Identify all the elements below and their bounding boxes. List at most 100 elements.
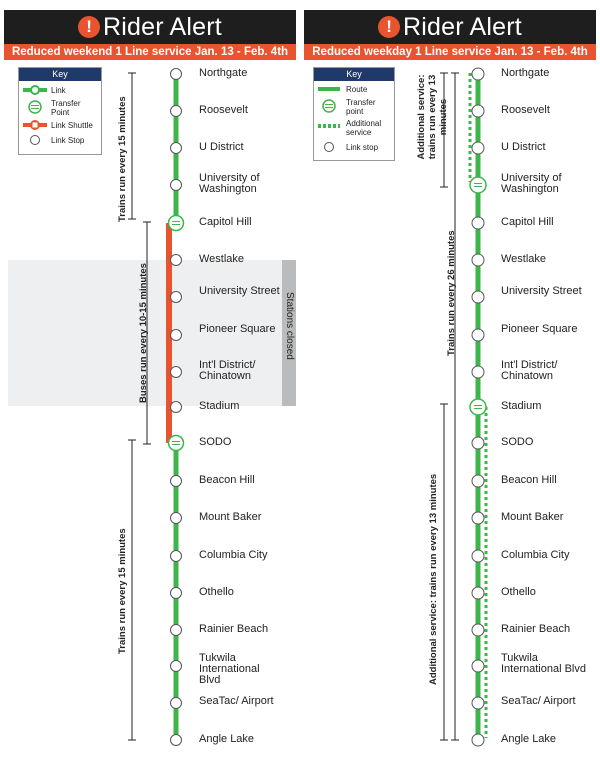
- station-label: Westlake: [199, 253, 245, 265]
- stop-circle-icon: [170, 105, 182, 117]
- key-label-additional: Additional service: [346, 119, 382, 137]
- station-label: University Street: [199, 285, 280, 297]
- station-label: Stadium: [501, 400, 542, 412]
- station-label: Rainier Beach: [501, 623, 571, 635]
- bus-shuttle-icon: [23, 120, 47, 130]
- stop-circle-icon: [471, 659, 485, 673]
- left-key: Key Link Transfer Point Link Shuttle Lin…: [18, 67, 102, 155]
- stop-circle-icon: [471, 253, 485, 267]
- key-label-stop: Link Stop: [51, 136, 85, 145]
- main-frequency-label: Trains run every 26 minutes: [446, 230, 457, 356]
- transfer-point-icon: [322, 99, 336, 113]
- station-label: Beacon Hill: [501, 474, 557, 486]
- main-frequency-bracket: [451, 72, 459, 741]
- left-header: ! Rider Alert: [4, 10, 296, 44]
- station-label: Tukwila International Blvd: [199, 652, 260, 686]
- station-label: Roosevelt: [501, 104, 550, 116]
- stop-circle-icon: [324, 142, 334, 152]
- stop-circle-icon: [170, 329, 182, 341]
- station-label: Westlake: [501, 253, 547, 265]
- transfer-point-icon: [469, 176, 487, 194]
- stop-circle-icon: [471, 623, 485, 637]
- weekday-panel: ! Rider Alert Reduced weekday 1 Line ser…: [304, 10, 596, 760]
- left-key-title: Key: [19, 68, 101, 81]
- stop-circle-icon: [471, 696, 485, 710]
- station-label: Othello: [501, 586, 536, 598]
- north-frequency-bracket: [128, 72, 136, 220]
- stop-circle-icon: [170, 734, 182, 746]
- station-label: Int'l District/ Chinatown: [199, 359, 256, 382]
- stop-circle-icon: [471, 141, 485, 155]
- station-label: Columbia City: [501, 549, 570, 561]
- right-key-title: Key: [314, 68, 394, 81]
- station-label: Othello: [199, 586, 234, 598]
- stop-circle-icon: [170, 550, 182, 562]
- stop-circle-icon: [170, 401, 182, 413]
- north-additional-label-line1: Additional service: trains run every 13 …: [416, 74, 449, 160]
- stop-circle-icon: [170, 475, 182, 487]
- weekend-panel: ! Rider Alert Reduced weekend 1 Line ser…: [4, 10, 296, 760]
- station-label: University Street: [501, 285, 582, 297]
- transfer-point-icon: [469, 398, 487, 416]
- stop-circle-icon: [471, 733, 485, 747]
- north-frequency-label: Trains run every 15 minutes: [117, 96, 128, 222]
- station-label: Pioneer Square: [501, 323, 578, 335]
- green-line-icon: [318, 87, 340, 91]
- stop-circle-icon: [471, 474, 485, 488]
- south-frequency-bracket: [128, 439, 136, 741]
- station-label: U District: [199, 141, 244, 153]
- south-additional-bracket: [440, 403, 448, 741]
- station-label: Angle Lake: [501, 733, 557, 745]
- station-label: Beacon Hill: [199, 474, 255, 486]
- stop-circle-icon: [170, 512, 182, 524]
- key-label-link: Link: [51, 86, 66, 95]
- station-label: Angle Lake: [199, 733, 255, 745]
- stop-circle-icon: [471, 586, 485, 600]
- stop-circle-icon: [471, 436, 485, 450]
- stop-circle-icon: [170, 254, 182, 266]
- station-label: Capitol Hill: [501, 216, 554, 228]
- station-label: Roosevelt: [199, 104, 248, 116]
- stop-circle-icon: [471, 549, 485, 563]
- station-label: Rainier Beach: [199, 623, 269, 635]
- stop-circle-icon: [170, 179, 182, 191]
- green-line-icon: [23, 85, 47, 95]
- station-label: University of Washington: [501, 172, 562, 195]
- stop-circle-icon: [170, 660, 182, 672]
- station-label: Int'l District/ Chinatown: [501, 359, 558, 382]
- station-label: Tukwila International Blvd: [501, 652, 586, 675]
- stop-circle-icon: [471, 365, 485, 379]
- bus-frequency-label: Buses run every 10-15 minutes: [138, 263, 149, 403]
- station-label: Capitol Hill: [199, 216, 252, 228]
- north-additional-bracket: [440, 72, 448, 188]
- right-subtitle: Reduced weekday 1 Line service Jan. 13 -…: [304, 44, 596, 60]
- stop-circle-icon: [471, 216, 485, 230]
- stop-circle-icon: [170, 697, 182, 709]
- stop-circle-icon: [170, 142, 182, 154]
- stop-circle-icon: [30, 135, 40, 145]
- station-label: SODO: [501, 436, 534, 448]
- station-label: Stadium: [199, 400, 240, 412]
- stop-circle-icon: [170, 366, 182, 378]
- station-label: SeaTac/ Airport: [199, 695, 274, 707]
- station-label: SeaTac/ Airport: [501, 695, 576, 707]
- station-label: Columbia City: [199, 549, 268, 561]
- stop-circle-icon: [471, 67, 485, 81]
- station-label: Northgate: [199, 67, 248, 79]
- station-label: Northgate: [501, 67, 550, 79]
- transfer-point-icon: [28, 100, 42, 114]
- closed-stations-shade: [8, 260, 282, 406]
- alert-icon: !: [78, 16, 101, 38]
- key-label-route: Route: [346, 85, 368, 94]
- right-header: ! Rider Alert: [304, 10, 596, 44]
- stop-circle-icon: [170, 68, 182, 80]
- stop-circle-icon: [471, 511, 485, 525]
- station-label: SODO: [199, 436, 232, 448]
- stop-circle-icon: [471, 328, 485, 342]
- station-label: Mount Baker: [199, 511, 262, 523]
- dashed-line-icon: [318, 124, 340, 128]
- key-label-stop: Link stop: [346, 143, 379, 152]
- key-label-transfer: Transfer point: [346, 98, 376, 116]
- left-route-diagram: [8, 68, 296, 746]
- right-title: Rider Alert: [403, 12, 522, 41]
